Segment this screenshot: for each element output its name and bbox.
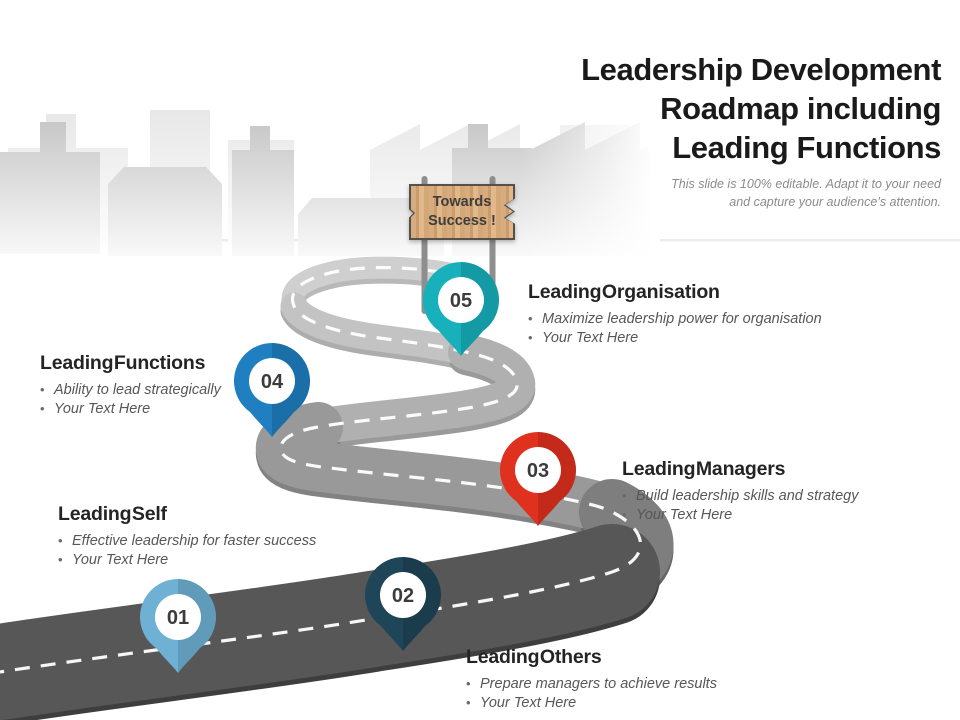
slide-title: Leadership Development Roadmap including…: [581, 50, 941, 167]
towards-success-sign: Towards Success !: [409, 184, 515, 240]
stage-block-leading-managers: Leading Managers Build leadership skills…: [622, 458, 858, 526]
stage-title: Leading Self: [58, 503, 167, 525]
bullet-dot-icon: [622, 487, 636, 506]
bullet-text: Build leadership skills and strategy: [636, 488, 859, 504]
pin-number: 04: [261, 371, 284, 393]
pin-circle: [438, 277, 484, 323]
bullet-dot-icon: [528, 329, 542, 348]
bullet-text: Your Text Here: [54, 401, 151, 418]
slide-subtitle: This slide is 100% editable. Adapt it to…: [671, 176, 941, 212]
city-skyline-icon: [0, 100, 660, 265]
bullet-dot-icon: [466, 675, 480, 694]
stage-block-leading-others: Leading Others Prepare managers to achie…: [466, 646, 717, 714]
stage-block-leading-functions: Leading Functions Ability to lead strate…: [40, 352, 221, 420]
stage-title: Leading Organisation: [528, 281, 720, 303]
bullet-text: Your Text Here: [480, 695, 577, 712]
pin-circle: [515, 447, 561, 493]
bullet-dot-icon: [466, 694, 480, 713]
bullet-text: Your Text Here: [542, 330, 639, 347]
map-pin-01: 01: [140, 579, 217, 673]
bullet-dot-icon: [40, 381, 54, 400]
bullet-text: Your Text Here: [72, 552, 169, 569]
pin-circle: [155, 594, 201, 640]
stage-title: Leading Others: [466, 646, 602, 668]
bullet-dot-icon: [58, 532, 72, 551]
sign-board: Towards Success !: [411, 186, 513, 238]
bullet-item: Prepare managers to achieve results: [466, 675, 717, 694]
pin-number: 02: [392, 585, 414, 607]
bullet-item: Ability to lead strategically: [40, 381, 221, 400]
road-center-line: [0, 266, 642, 674]
bullet-item: Your Text Here: [40, 400, 221, 419]
bullet-item: Maximize leadership power for organisati…: [528, 310, 822, 329]
stage-block-leading-self: Leading Self Effective leadership for fa…: [58, 503, 316, 571]
slide-title-line: Leading Functions: [672, 130, 941, 166]
slide-title-line: Roadmap including: [660, 91, 941, 127]
bullet-item: Your Text Here: [466, 694, 717, 713]
map-pin-02: 02: [365, 557, 442, 651]
map-pin-05: 05: [423, 262, 500, 356]
bullet-item: Effective leadership for faster success: [58, 532, 316, 551]
slide-title-line: Leadership Development: [581, 52, 941, 87]
stage-block-leading-organisation: Leading Organisation Maximize leadership…: [528, 281, 822, 349]
sign-text-line1: Towards: [432, 194, 492, 211]
pin-number: 01: [167, 607, 189, 629]
pin-circle: [249, 358, 295, 404]
bullet-dot-icon: [40, 400, 54, 419]
bullet-text: Prepare managers to achieve results: [480, 676, 717, 692]
bullet-item: Your Text Here: [58, 551, 316, 570]
bullet-text: Effective leadership for faster success: [72, 533, 317, 549]
map-pin-04: 04: [234, 343, 311, 437]
bullet-dot-icon: [528, 310, 542, 329]
slide-subtitle-line: This slide is 100% editable. Adapt it to…: [671, 177, 941, 191]
slide-subtitle-line: and capture your audience’s attention.: [729, 194, 941, 209]
stage-title: Leading Functions: [40, 352, 206, 374]
map-pin-03: 03: [500, 432, 577, 526]
bullet-dot-icon: [58, 551, 72, 570]
bullet-text: Ability to lead strategically: [54, 382, 221, 398]
bullet-text: Your Text Here: [636, 507, 733, 524]
sign-text-line2: Success !: [428, 213, 496, 229]
bullet-item: Build leadership skills and strategy: [622, 487, 858, 506]
pin-circle: [380, 572, 426, 618]
pin-number: 05: [450, 290, 472, 312]
bullet-item: Your Text Here: [528, 329, 822, 348]
stage-title: Leading Managers: [622, 458, 786, 480]
pin-number: 03: [527, 460, 549, 482]
bullet-text: Maximize leadership power for organisati…: [542, 311, 822, 327]
bullet-item: Your Text Here: [622, 506, 858, 525]
bullet-dot-icon: [622, 506, 636, 525]
